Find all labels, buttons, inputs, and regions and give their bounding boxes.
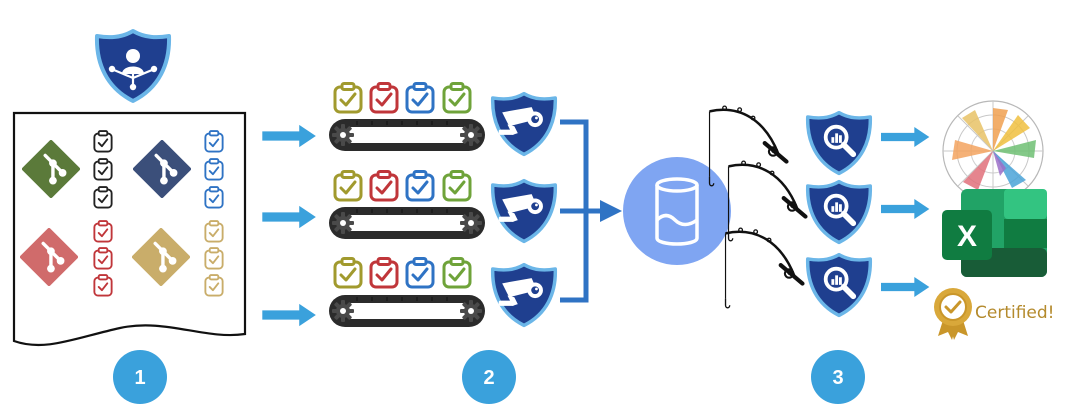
- arrow-right-icon: [262, 205, 316, 229]
- clipboard-check-icon: [369, 82, 399, 114]
- arrow-right-icon: [881, 127, 930, 147]
- step-badge-1: 1: [113, 350, 167, 404]
- clipboard-check-icon: [369, 170, 399, 202]
- excel-letter: X: [957, 220, 977, 253]
- analysis-shield: [805, 179, 873, 245]
- arrow-right-icon: [881, 277, 930, 297]
- excel-icon: X: [942, 189, 1047, 277]
- clipboard-check-icon: [442, 257, 472, 289]
- arrow-right-icon: [881, 199, 930, 219]
- pipeline-row-1: [329, 82, 558, 157]
- clipboard-check-icon: [369, 257, 399, 289]
- clipboard-check-icon: [333, 170, 363, 202]
- analysis-shield: [805, 110, 873, 176]
- arrow-to-database: [600, 200, 622, 222]
- step-number: 3: [832, 367, 843, 389]
- database-node: [623, 157, 731, 265]
- fishing-rod-icon: [726, 228, 803, 308]
- conveyor-belt-icon: [329, 207, 485, 239]
- team-shield: [94, 29, 172, 103]
- clipboard-check-icon: [333, 82, 363, 114]
- pipeline-row-2: [329, 170, 558, 244]
- clipboard-check-icon: [333, 257, 363, 289]
- clipboard-check-icon: [442, 82, 472, 114]
- camera-shield: [490, 178, 558, 244]
- fishing-rod-icon: [710, 106, 787, 186]
- merge-connector: [560, 119, 604, 303]
- camera-shield: [490, 91, 558, 157]
- analysis-shield: [805, 252, 873, 318]
- clipboard-check-icon: [405, 257, 435, 289]
- camera-shield: [490, 262, 558, 328]
- clipboard-check-icon: [405, 82, 435, 114]
- certified-label: Certified!: [975, 303, 1054, 323]
- step-number: 2: [483, 367, 494, 389]
- database-icon: [655, 177, 699, 246]
- arrow-right-icon: [262, 124, 316, 148]
- conveyor-belt-icon: [329, 295, 485, 327]
- certified-badge-icon: [934, 288, 972, 340]
- arrow-right-icon: [262, 303, 316, 327]
- team-icon: [108, 49, 158, 91]
- radar-chart-icon: [942, 100, 1044, 202]
- step-badge-3: 3: [811, 350, 865, 404]
- step-number: 1: [134, 367, 145, 389]
- step-badge-2: 2: [462, 350, 516, 404]
- conveyor-belt-icon: [329, 119, 485, 151]
- clipboard-check-icon: [405, 170, 435, 202]
- clipboard-check-icon: [442, 170, 472, 202]
- pipeline-row-3: [329, 257, 558, 328]
